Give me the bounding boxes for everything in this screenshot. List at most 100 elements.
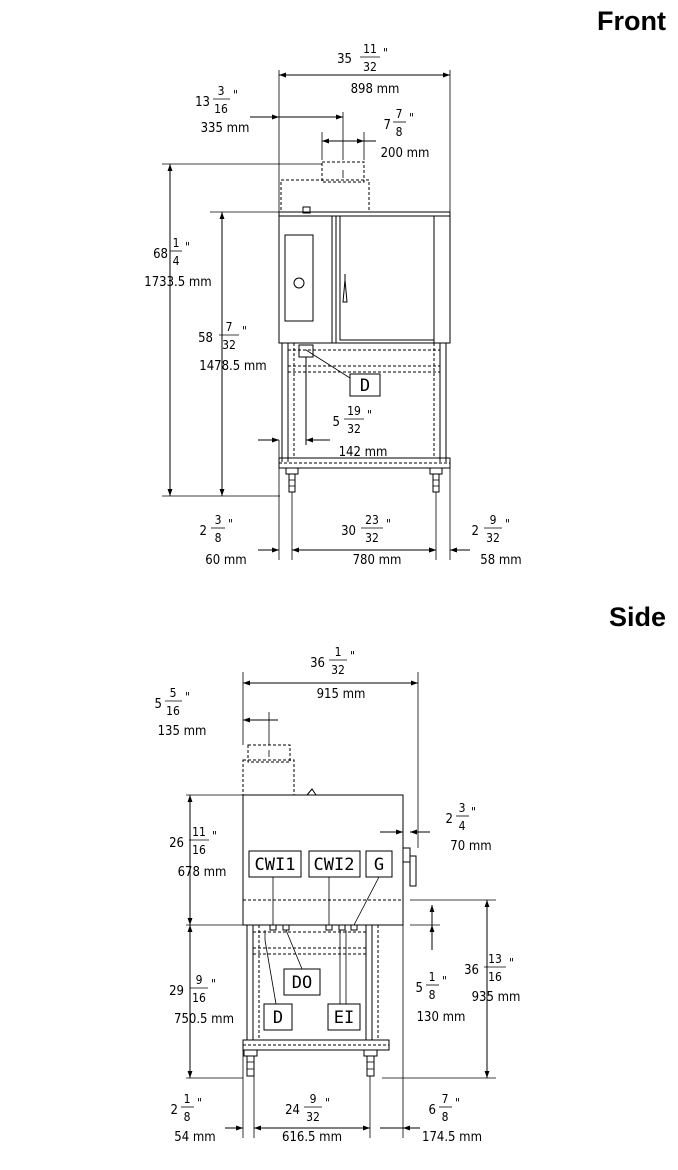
- svg-text:4: 4: [459, 819, 466, 833]
- side-dim-front-foot: 2 1 8 " 54 mm: [171, 1092, 216, 1145]
- svg-text:35: 35: [337, 52, 352, 67]
- front-heading: Front: [597, 6, 666, 36]
- side-extension-lines: [186, 672, 496, 1138]
- svg-text:32: 32: [222, 338, 236, 352]
- svg-text:135 mm: 135 mm: [158, 724, 207, 739]
- svg-text:750.5 mm: 750.5 mm: [174, 1012, 234, 1027]
- svg-text:": ": [471, 805, 476, 819]
- cwi1-label: CWI1: [255, 855, 296, 875]
- svg-text:335 mm: 335 mm: [201, 121, 250, 136]
- control-knob: [293, 277, 305, 289]
- svg-text:16: 16: [192, 843, 206, 857]
- svg-text:16: 16: [488, 970, 502, 984]
- side-dim-rear-offset: 6 7 8 " 174.5 mm: [422, 1092, 482, 1145]
- svg-text:36: 36: [464, 963, 479, 978]
- svg-text:": ": [509, 956, 514, 970]
- svg-text:7: 7: [384, 118, 391, 133]
- svg-text:23: 23: [365, 513, 379, 527]
- side-dimension-lines: [187, 680, 490, 1131]
- svg-text:1: 1: [184, 1092, 191, 1106]
- side-drain-label: D: [273, 1008, 283, 1028]
- svg-text:": ": [233, 88, 238, 102]
- ei-label: EI: [334, 1008, 354, 1028]
- svg-text:7: 7: [226, 320, 233, 334]
- side-stand: [242, 925, 390, 1077]
- svg-text:174.5 mm: 174.5 mm: [422, 1130, 482, 1145]
- svg-text:3: 3: [459, 801, 466, 815]
- side-leader-lines: [264, 876, 380, 1005]
- svg-text:8: 8: [396, 125, 403, 139]
- svg-text:3: 3: [215, 513, 222, 527]
- svg-text:32: 32: [331, 663, 345, 677]
- side-view: CWI1 CWI2 G DO D EI: [155, 645, 521, 1145]
- svg-text:200 mm: 200 mm: [381, 146, 430, 161]
- front-oven-body: [278, 206, 451, 344]
- front-exhaust-hood: [280, 161, 370, 213]
- svg-text:19: 19: [347, 404, 361, 418]
- svg-text:58 mm: 58 mm: [480, 553, 521, 568]
- svg-text:": ": [211, 977, 216, 991]
- svg-text:7: 7: [396, 107, 403, 121]
- svg-text:5: 5: [416, 981, 423, 996]
- svg-text:2: 2: [446, 812, 453, 827]
- side-dim-unit-height: 26 11 16 " 678 mm: [169, 825, 226, 880]
- svg-text:2: 2: [200, 524, 207, 539]
- svg-text:": ": [185, 690, 190, 704]
- svg-text:": ": [325, 1096, 330, 1110]
- side-door-handle: [409, 855, 417, 887]
- svg-text:": ": [197, 1096, 202, 1110]
- side-dim-overall-depth: 36 1 32 " 915 mm: [310, 645, 365, 702]
- front-drain-label-box: [349, 373, 381, 397]
- svg-text:13: 13: [195, 95, 210, 110]
- front-dim-overall-height: 68 1 4 " 1733.5 mm: [144, 236, 211, 290]
- svg-text:11: 11: [363, 42, 377, 56]
- svg-text:9: 9: [196, 973, 203, 987]
- svg-text:16: 16: [214, 102, 228, 116]
- svg-text:4: 4: [173, 254, 180, 268]
- gas-label: G: [374, 855, 384, 875]
- svg-text:": ": [212, 829, 217, 843]
- svg-text:32: 32: [347, 422, 361, 436]
- svg-text:678 mm: 678 mm: [178, 865, 227, 880]
- front-extension-lines: [162, 70, 451, 560]
- svg-text:16: 16: [166, 704, 180, 718]
- door-handle: [342, 274, 348, 303]
- svg-text:1: 1: [335, 645, 342, 659]
- svg-text:898 mm: 898 mm: [351, 82, 400, 97]
- side-dim-exhaust-offset: 5 5 16 " 135 mm: [155, 686, 207, 739]
- svg-text:935 mm: 935 mm: [472, 990, 521, 1005]
- svg-text:130 mm: 130 mm: [417, 1010, 466, 1025]
- side-dim-total-lower-height: 36 13 16 " 935 mm: [464, 952, 520, 1005]
- side-heading: Side: [609, 602, 666, 632]
- side-connections: [269, 924, 358, 931]
- svg-text:54 mm: 54 mm: [174, 1130, 215, 1145]
- cwi2-label-box: [308, 850, 361, 878]
- front-dimension-lines: [167, 72, 470, 553]
- svg-text:": ": [228, 517, 233, 531]
- svg-text:2: 2: [171, 1103, 178, 1118]
- side-exhaust-hood: [242, 744, 317, 796]
- svg-text:30: 30: [341, 524, 356, 539]
- svg-text:": ": [442, 974, 447, 988]
- svg-text:142 mm: 142 mm: [339, 445, 388, 460]
- svg-text:": ": [242, 324, 247, 338]
- svg-text:7: 7: [442, 1092, 449, 1106]
- svg-text:8: 8: [215, 531, 222, 545]
- svg-text:70 mm: 70 mm: [450, 839, 491, 854]
- svg-text:13: 13: [488, 952, 502, 966]
- svg-text:26: 26: [169, 836, 184, 851]
- side-dim-foot-span: 24 9 32 " 616.5 mm: [282, 1092, 342, 1145]
- drain-outlet-label: DO: [292, 973, 312, 993]
- ei-label-box: [327, 1003, 361, 1031]
- oven-door: [339, 215, 435, 341]
- svg-text:1478.5 mm: 1478.5 mm: [199, 359, 266, 374]
- svg-text:32: 32: [363, 60, 377, 74]
- svg-text:5: 5: [155, 697, 162, 712]
- svg-text:60 mm: 60 mm: [205, 553, 246, 568]
- svg-text:32: 32: [306, 1110, 320, 1124]
- front-dim-right-foot: 2 9 32 " 58 mm: [472, 513, 522, 568]
- svg-text:5: 5: [333, 415, 340, 430]
- svg-text:29: 29: [169, 984, 184, 999]
- svg-text:9: 9: [490, 513, 497, 527]
